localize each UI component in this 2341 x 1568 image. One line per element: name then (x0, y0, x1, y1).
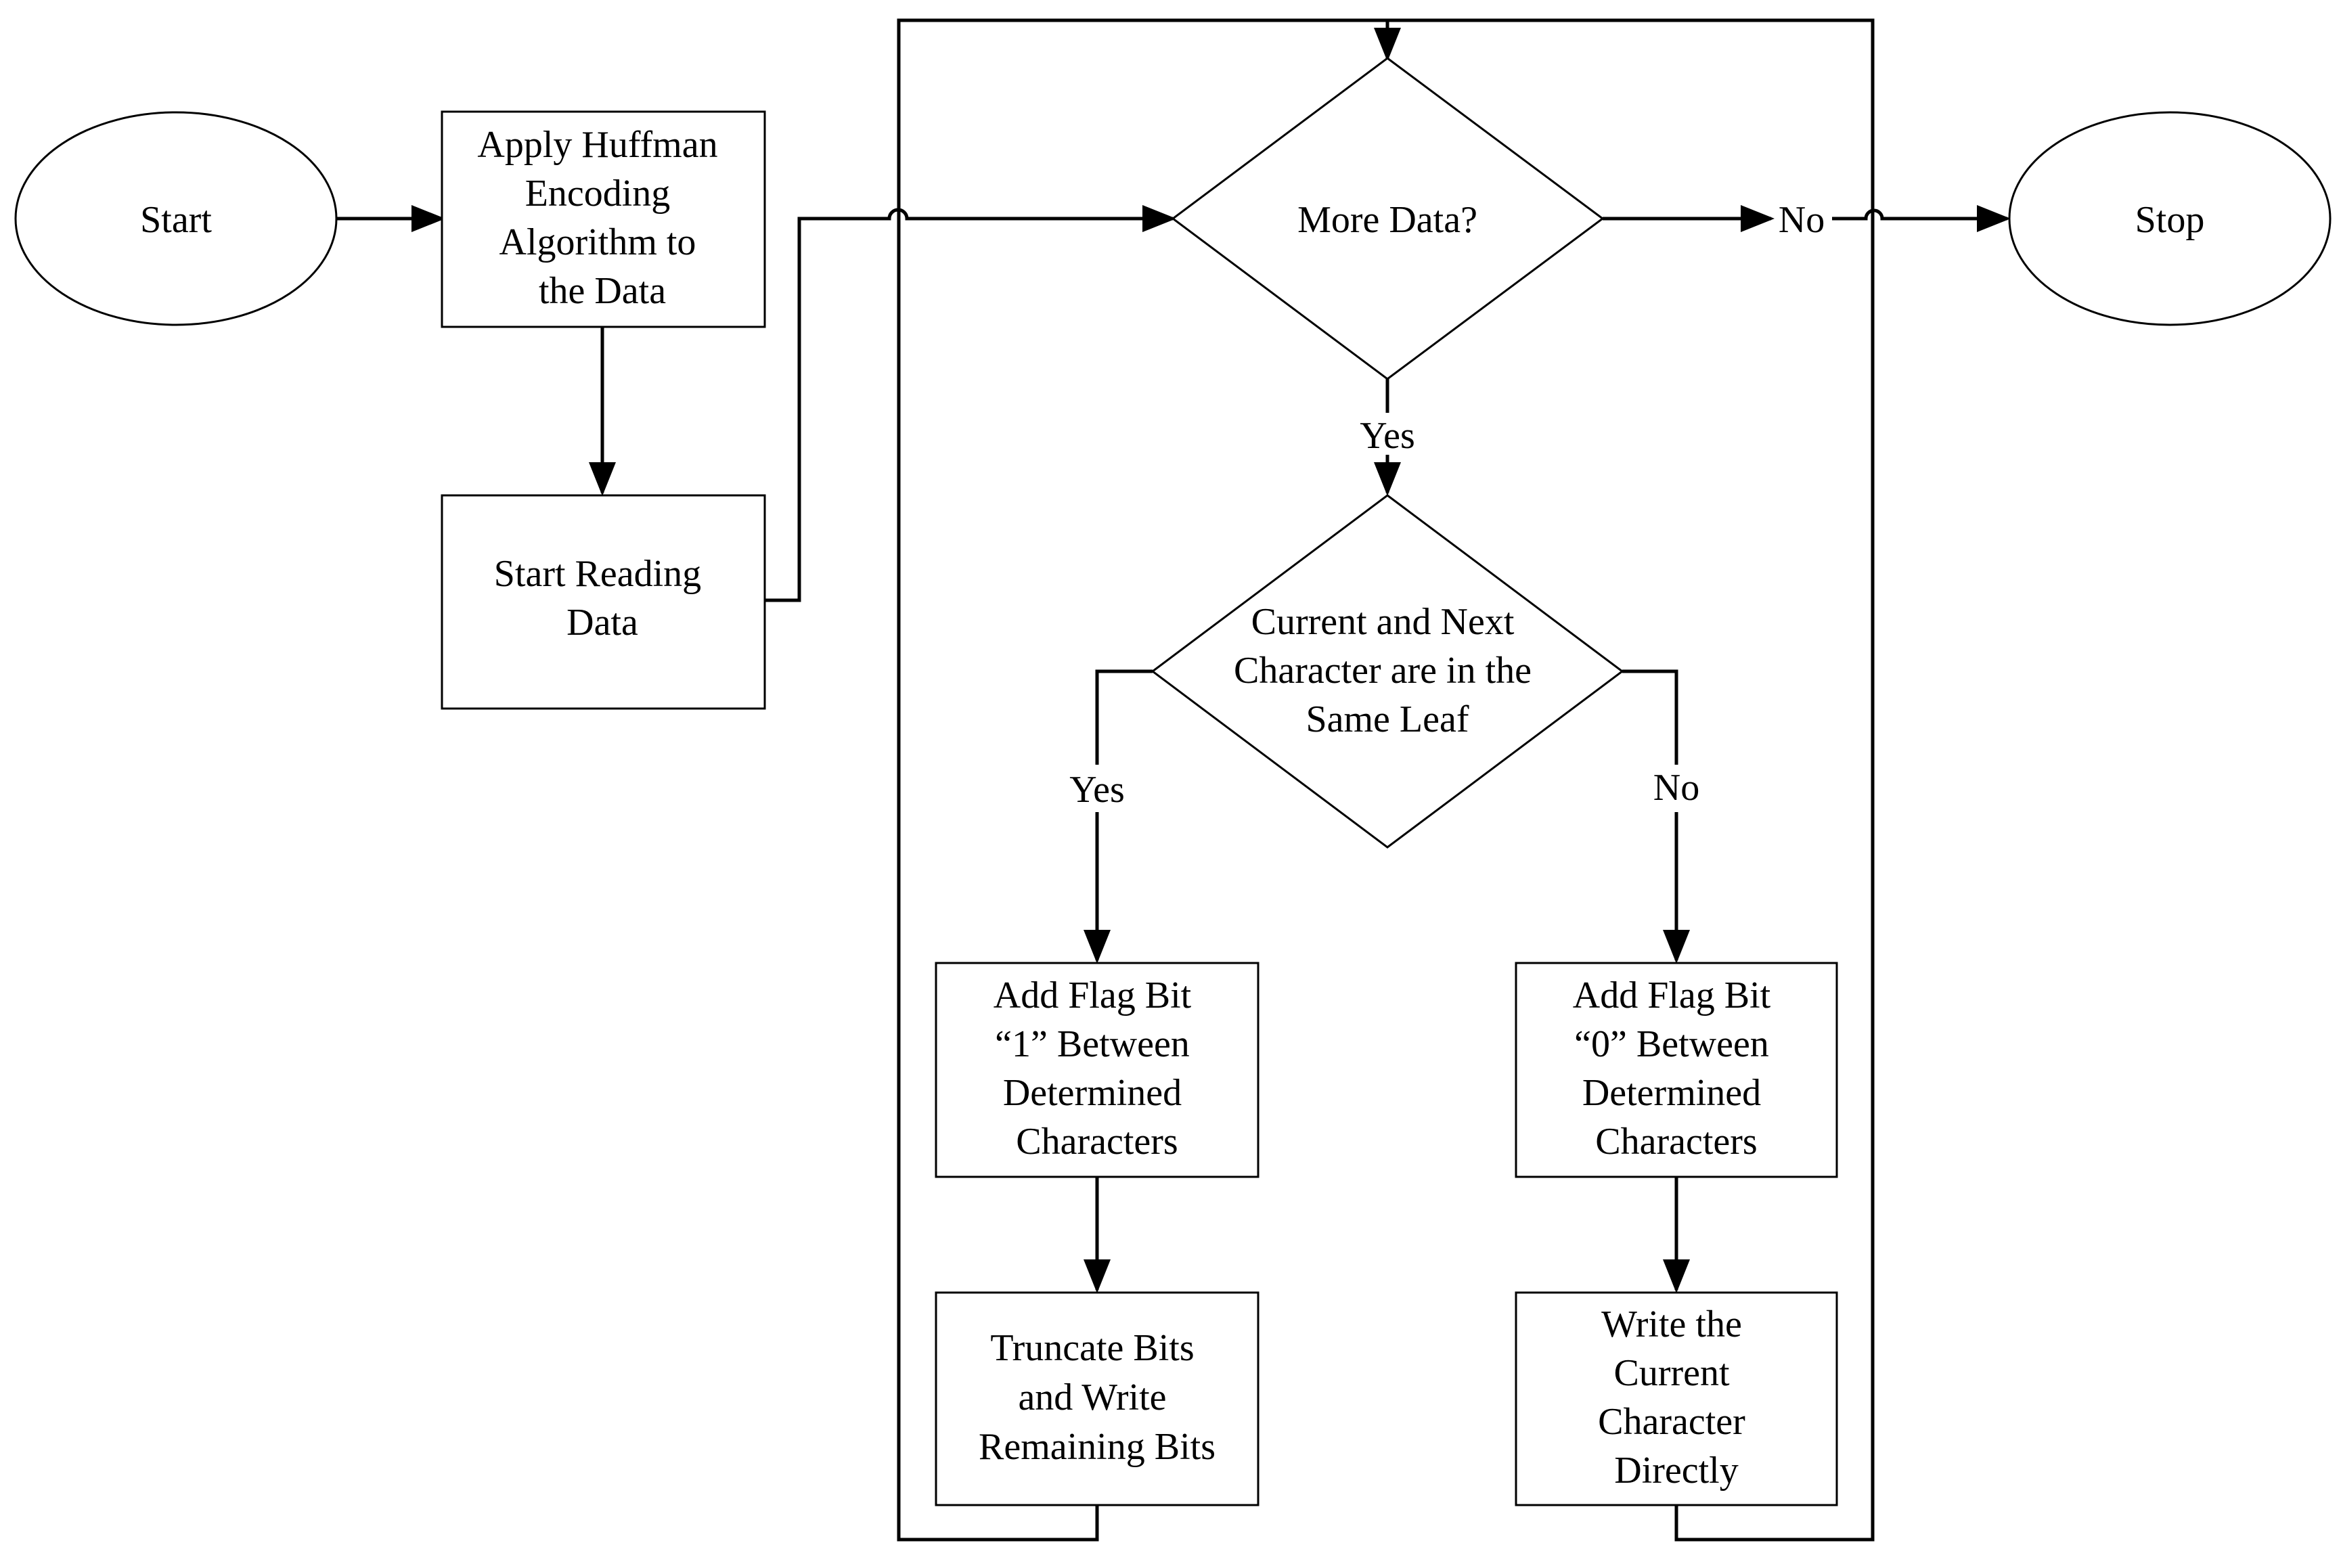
start-reading-line-2: Data (566, 602, 638, 644)
stop-terminal-shape (2008, 111, 2332, 326)
flag1-line-3: Determined (1003, 1072, 1182, 1114)
edge-labels: No Yes Yes No (1069, 199, 1825, 811)
node-huffman: Apply Huffman Encoding Algorithm to the … (441, 110, 766, 328)
stop-label: Stop (2135, 199, 2205, 241)
edge-read-to-more-data (765, 205, 1176, 602)
same-leaf-label: Current and Next Character are in the Sa… (1234, 601, 1541, 740)
flag1-label: Add Flag Bit “1” Between Determined Char… (994, 975, 1201, 1163)
truncate-line-1: Truncate Bits (990, 1327, 1194, 1369)
start-reading-line-1: Start Reading (494, 553, 701, 595)
node-truncate: Truncate Bits and Write Remaining Bits (935, 1291, 1259, 1506)
flag0-line-2: “0” Between (1574, 1023, 1769, 1065)
start-reading-label: Start Reading Data (494, 553, 711, 644)
flag1-line-1: Add Flag Bit (994, 975, 1192, 1016)
huffman-process-shape (441, 110, 766, 328)
huffman-line-4: the Data (539, 270, 666, 312)
truncate-process-shape (935, 1291, 1259, 1506)
same-leaf-line-1: Current and Next (1251, 601, 1515, 643)
truncate-line-3: Remaining Bits (979, 1426, 1216, 1468)
edge-same-leaf-to-flag0-top (1622, 669, 1678, 765)
node-start: Start (14, 111, 338, 326)
edge-label-same-leaf-yes: Yes (1069, 769, 1124, 811)
start-label: Start (140, 199, 212, 241)
flag0-process-shape (1515, 962, 1838, 1178)
huffman-label: Apply Huffman Encoding Algorithm to the … (477, 124, 727, 312)
huffman-line-1: Apply Huffman (477, 124, 717, 166)
flag0-line-1: Add Flag Bit (1573, 975, 1771, 1016)
write-line-1: Write the (1601, 1303, 1742, 1345)
truncate-label: Truncate Bits and Write Remaining Bits (979, 1327, 1216, 1468)
edge-label-more-data-no: No (1779, 199, 1825, 241)
flag1-line-4: Characters (1016, 1121, 1178, 1163)
write-line-3: Character (1598, 1401, 1745, 1443)
write-label: Write the Current Character Directly (1598, 1303, 1755, 1492)
node-write: Write the Current Character Directly (1515, 1291, 1838, 1506)
huffman-line-2: Encoding (525, 173, 671, 215)
node-stop: Stop (2008, 111, 2332, 326)
edges (337, 18, 2011, 1542)
edge-label-same-leaf-no: No (1653, 767, 1699, 809)
flag0-line-4: Characters (1595, 1121, 1757, 1163)
more-data-decision-shape (1171, 57, 1605, 380)
truncate-line-2: and Write (1018, 1376, 1166, 1418)
node-more-data: More Data? (1171, 57, 1605, 380)
start-terminal-shape (14, 111, 338, 326)
flag0-line-3: Determined (1582, 1072, 1761, 1114)
flag1-line-2: “1” Between (995, 1023, 1190, 1065)
node-flag0: Add Flag Bit “0” Between Determined Char… (1515, 962, 1838, 1178)
write-line-2: Current (1613, 1352, 1730, 1394)
write-line-4: Directly (1614, 1450, 1738, 1492)
node-same-leaf: Current and Next Character are in the Sa… (1151, 494, 1624, 849)
edge-more-data-to-stop-tail (1832, 205, 2011, 232)
same-leaf-line-3: Same Leaf (1306, 698, 1469, 740)
flag1-process-shape (935, 962, 1259, 1178)
edge-same-leaf-to-flag1-top (1095, 669, 1153, 765)
same-leaf-line-2: Character are in the (1234, 650, 1532, 692)
flag0-label: Add Flag Bit “0” Between Determined Char… (1573, 975, 1780, 1163)
huffman-line-3: Algorithm to (499, 221, 696, 263)
node-start-reading: Start Reading Data (441, 494, 766, 710)
more-data-label: More Data? (1297, 199, 1477, 241)
node-flag1: Add Flag Bit “1” Between Determined Char… (935, 962, 1259, 1178)
start-reading-process-shape (441, 494, 766, 710)
write-process-shape (1515, 1291, 1838, 1506)
same-leaf-decision-shape (1151, 494, 1624, 849)
edge-label-more-data-yes: Yes (1360, 415, 1414, 457)
